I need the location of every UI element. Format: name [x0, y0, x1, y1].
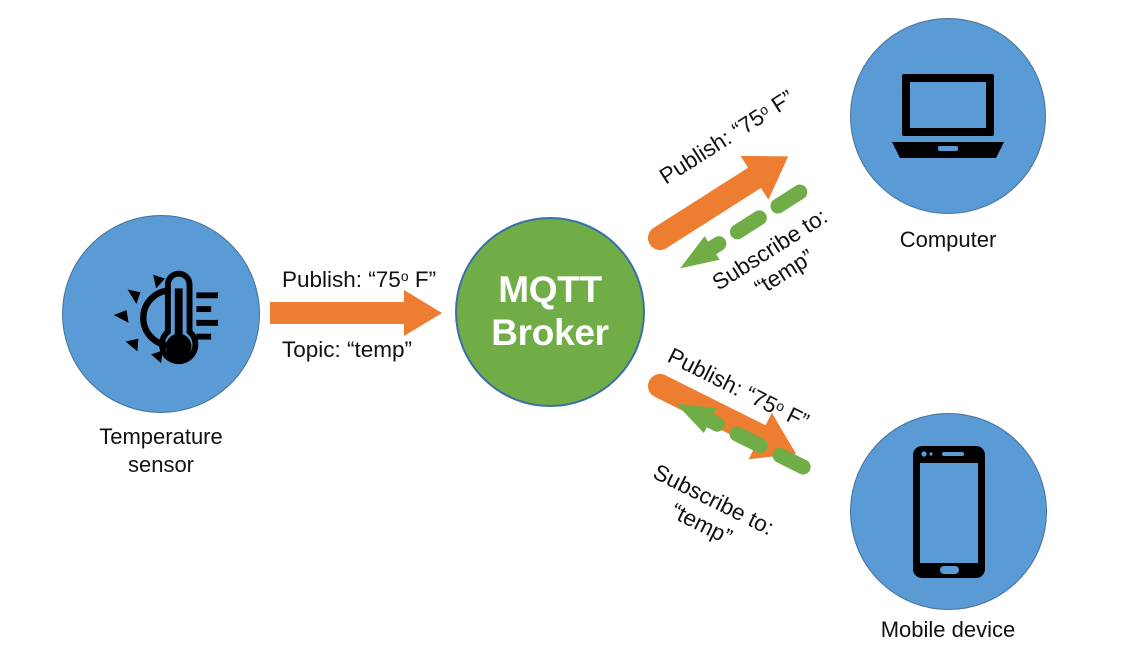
thermometer-sun-icon — [113, 270, 219, 365]
arrow-mobile-to-broker — [676, 403, 811, 475]
arrow-sensor-to-broker — [270, 290, 442, 336]
node-label-mobile-device: Mobile device — [880, 617, 1016, 642]
node-label-temperature-sensor: Temperature sensor — [99, 424, 223, 478]
publish-prefix: Publish: “75 — [282, 267, 401, 292]
node-mqtt-broker[interactable]: MQTT Broker — [455, 217, 645, 407]
node-label-computer: Computer — [899, 227, 997, 252]
node-computer[interactable] — [850, 18, 1046, 214]
degree-symbol: o — [400, 268, 409, 285]
broker-label: MQTT Broker — [491, 269, 609, 353]
edge-label-publish-sensor: Publish: “75o F” — [282, 267, 436, 293]
publish-suffix: F” — [408, 267, 437, 292]
arrow-broker-to-computer — [648, 155, 789, 250]
node-temperature-sensor[interactable] — [62, 215, 260, 413]
smartphone-icon — [912, 445, 985, 578]
arrow-computer-to-broker — [680, 184, 808, 269]
laptop-icon — [892, 74, 1004, 158]
node-mobile-device[interactable] — [850, 413, 1047, 610]
edge-label-topic-sensor: Topic: “temp” — [282, 337, 413, 362]
